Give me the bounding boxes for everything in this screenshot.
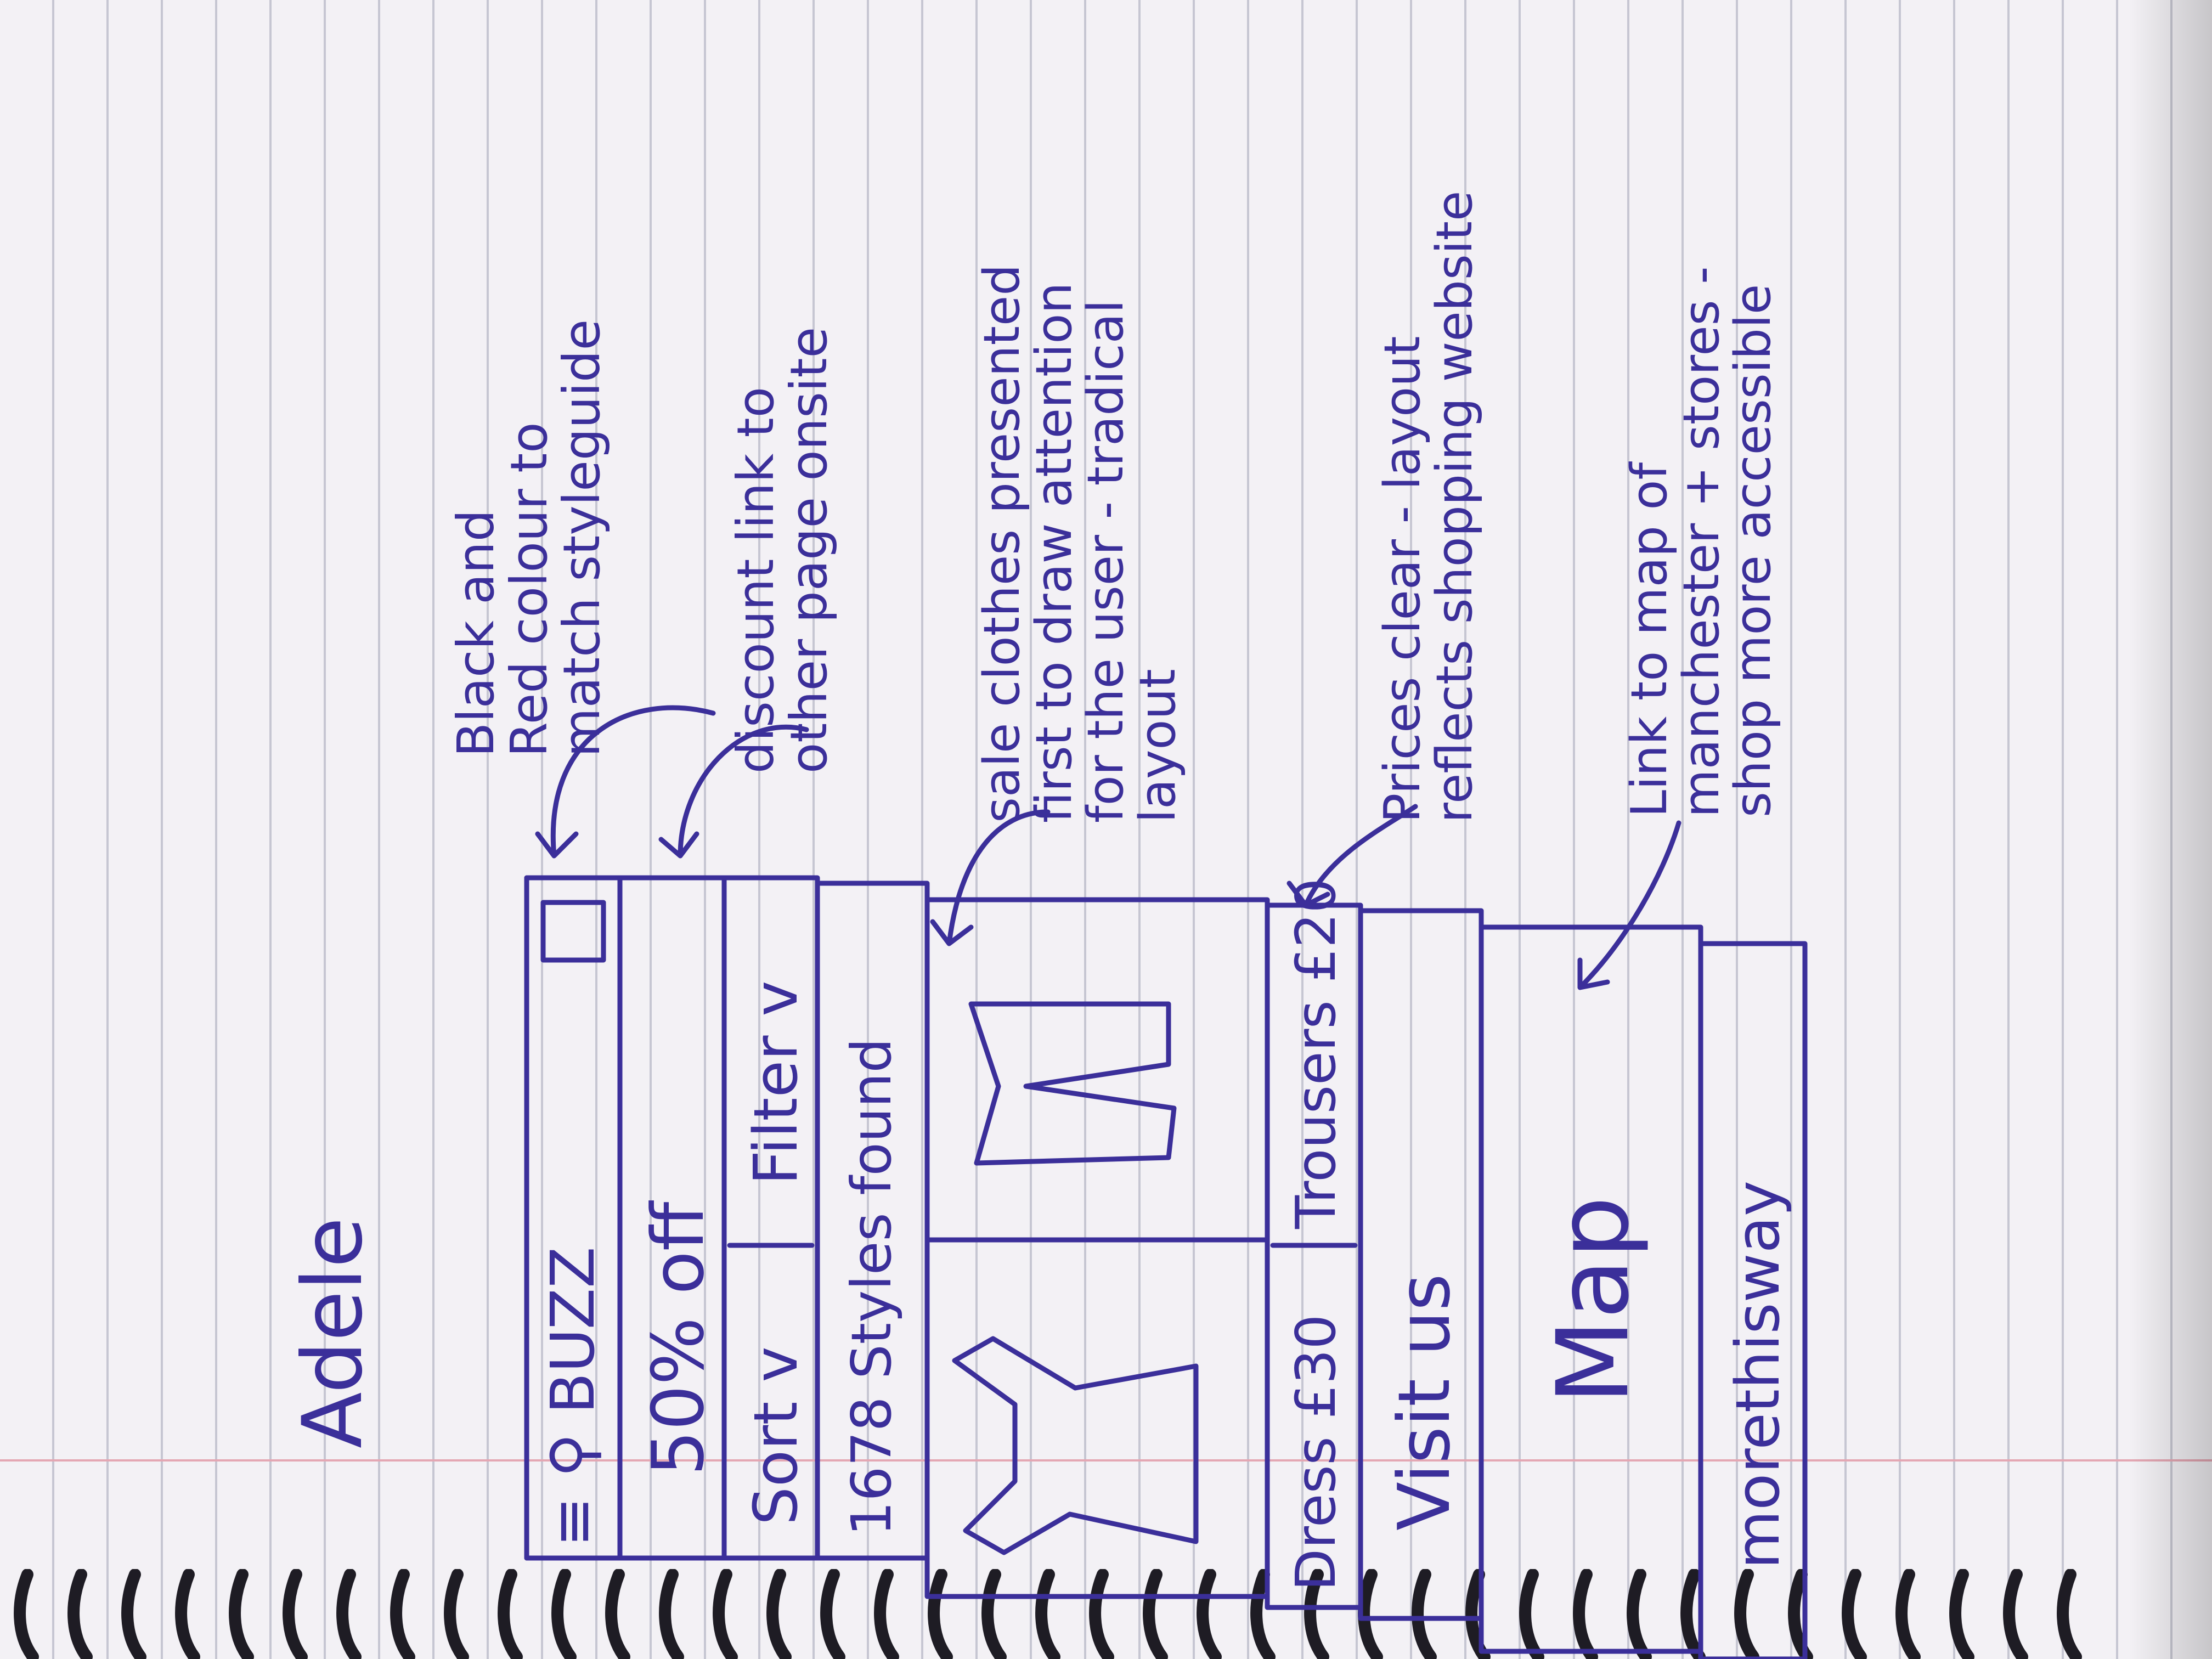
spiral-coil	[659, 1569, 684, 1659]
spiral-coil	[766, 1569, 792, 1659]
search-icon[interactable]: ⚲	[538, 1433, 608, 1477]
annotation-line: discount link to	[726, 386, 785, 774]
annotation-prices: Prices clear - layout reflects shopping …	[1374, 190, 1483, 823]
product-dress-label[interactable]: Dress £30	[1284, 1314, 1348, 1591]
spiral-coil	[1035, 1569, 1060, 1659]
annotation-line: first to draw attention	[1025, 282, 1083, 823]
results-count: 1678 Styles found	[839, 1038, 904, 1536]
product-name: Dress	[1284, 1436, 1348, 1591]
annotation-line: for the user - tradical	[1077, 300, 1135, 823]
spiral-coil	[14, 1569, 39, 1659]
author-name: Adele	[285, 1217, 381, 1448]
spiral-coil	[2003, 1569, 2028, 1659]
spiral-coil	[1250, 1569, 1276, 1659]
annotation-colour: Black and Red colour to match styleguide	[447, 319, 612, 758]
annotation-line: Black and	[447, 509, 505, 757]
map-placeholder[interactable]: Map	[1536, 1196, 1651, 1404]
hamburger-icon[interactable]: ≡	[538, 1496, 608, 1547]
filter-button[interactable]: Filter v	[741, 980, 811, 1186]
spiral-coil	[981, 1569, 1007, 1659]
spiral-coil	[336, 1569, 362, 1659]
annotation-map: Link to map of manchester + stores - sho…	[1621, 266, 1782, 817]
annotation-line: reflects shopping website	[1425, 190, 1483, 823]
cta-link[interactable]: morethisway	[1723, 1180, 1793, 1569]
spiral-coil	[2057, 1569, 2082, 1659]
spiral-coil	[1412, 1569, 1437, 1659]
spiral-coil	[1842, 1569, 1867, 1659]
spiral-coil	[1358, 1569, 1383, 1659]
spiral-coil	[1573, 1569, 1598, 1659]
annotation-line: match styleguide	[552, 319, 612, 757]
annotation-discount: discount link to other page onsite	[726, 326, 838, 774]
spiral-coil	[605, 1569, 630, 1659]
annotation-line: manchester + stores -	[1672, 266, 1730, 817]
spiral-coil	[551, 1569, 577, 1659]
spiral-coil	[1519, 1569, 1544, 1659]
spiral-coil	[1197, 1569, 1222, 1659]
spiral-coil	[713, 1569, 738, 1659]
spiral-coil	[229, 1569, 254, 1659]
margin-line	[0, 1459, 2212, 1462]
annotation-line: sale clothes presented	[973, 264, 1031, 823]
annotation-line: other page onsite	[779, 326, 838, 774]
annotation-line: Link to map of	[1621, 462, 1678, 817]
spiral-coil	[175, 1569, 200, 1659]
spiral-coil	[820, 1569, 845, 1659]
product-price: £20	[1284, 878, 1348, 983]
spiral-coil	[444, 1569, 469, 1659]
spiral-coil	[928, 1569, 953, 1659]
visit-us-heading: Visit us	[1383, 1273, 1466, 1531]
product-name: Trousers	[1284, 1000, 1348, 1229]
spiral-coil	[390, 1569, 415, 1659]
spiral-binding	[14, 1569, 2082, 1659]
spiral-coil	[874, 1569, 899, 1659]
annotation-line: Prices clear - layout	[1374, 336, 1431, 823]
spiral-coil	[1788, 1569, 1813, 1659]
header-brand-group[interactable]: ≡ ⚲ BUZZ	[538, 1247, 608, 1547]
spiral-coil	[67, 1569, 93, 1659]
annotation-line: layout	[1128, 669, 1187, 823]
sort-button[interactable]: Sort v	[741, 1346, 811, 1525]
spiral-coil	[121, 1569, 146, 1659]
brand-logo[interactable]: BUZZ	[538, 1246, 608, 1414]
page-edge-shadow	[2129, 0, 2212, 1659]
annotation-line: shop more accessible	[1724, 284, 1782, 817]
discount-banner[interactable]: 50% off	[636, 1201, 720, 1476]
product-trousers-label[interactable]: Trousers £20	[1284, 878, 1348, 1229]
spiral-coil	[1465, 1569, 1491, 1659]
spiral-coil	[283, 1569, 308, 1659]
spiral-coil	[1627, 1569, 1652, 1659]
spiral-coil	[1734, 1569, 1759, 1659]
spiral-coil	[498, 1569, 523, 1659]
annotation-line: Red colour to	[499, 422, 558, 758]
spiral-coil	[1680, 1569, 1706, 1659]
spiral-coil	[1895, 1569, 1921, 1659]
spiral-coil	[1949, 1569, 1974, 1659]
spiral-coil	[1143, 1569, 1168, 1659]
product-price: £30	[1284, 1314, 1348, 1419]
spiral-coil	[1089, 1569, 1114, 1659]
annotation-sale: sale clothes presented first to draw att…	[973, 264, 1187, 823]
